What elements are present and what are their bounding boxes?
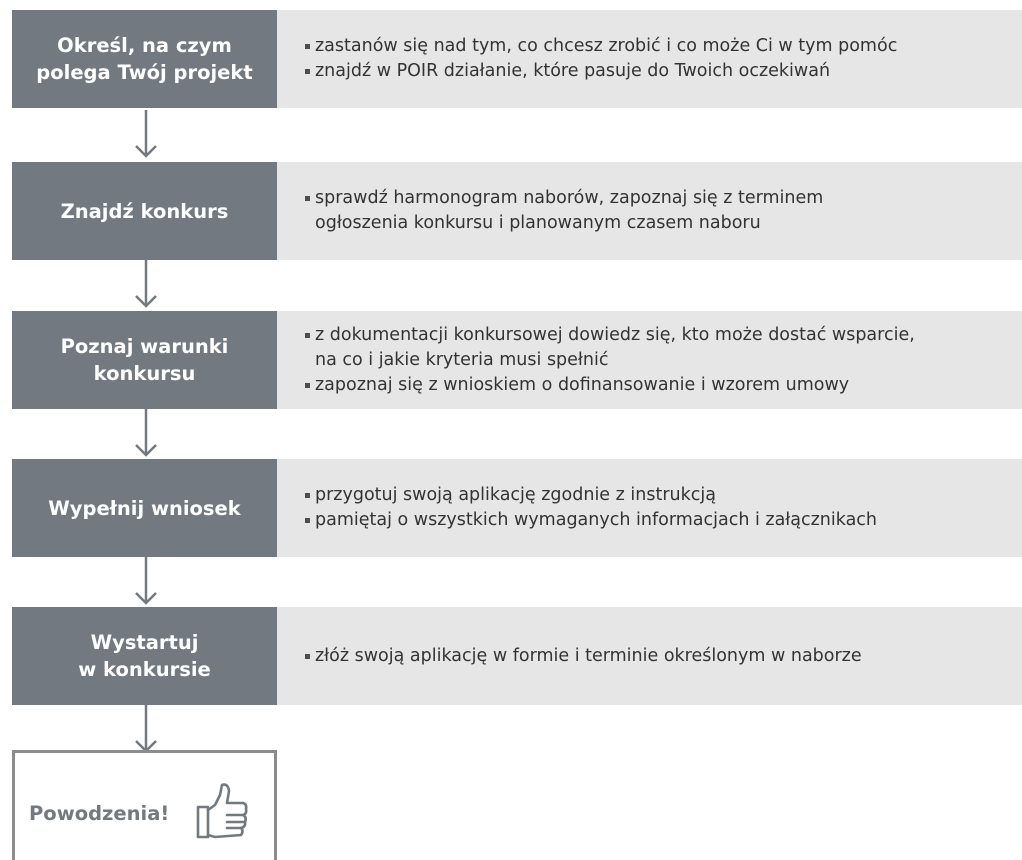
down-arrow-icon	[135, 705, 157, 753]
step-5-title-line: w konkursie	[78, 658, 211, 681]
bullet-line: złóż swoją aplikację w formie i terminie…	[315, 645, 862, 666]
down-arrow-icon	[135, 110, 157, 158]
step-1-title-box: Określ, na czym polega Twój projekt	[12, 10, 277, 108]
step-1-title-line: Określ, na czym	[57, 34, 232, 57]
bullet-line: zapoznaj się z wnioskiem o dofinansowani…	[315, 374, 850, 395]
step-2-title-line: Znajdź konkurs	[60, 199, 229, 223]
step-1-title-line: polega Twój projekt	[36, 61, 253, 84]
step-3-bullet: z dokumentacji konkursowej dowiedz się, …	[305, 323, 1014, 373]
step-3-title-line: konkursu	[93, 362, 196, 385]
step-5-bullet: złóż swoją aplikację w formie i terminie…	[305, 644, 1014, 669]
step-3-bullet: zapoznaj się z wnioskiem o dofinansowani…	[305, 373, 1014, 398]
step-4-bullet: przygotuj swoją aplikację zgodnie z inst…	[305, 483, 1014, 508]
final-good-luck-box: Powodzenia!	[12, 750, 277, 860]
step-2-description-box: sprawdź harmonogram naborów, zapoznaj si…	[277, 162, 1022, 260]
step-1-bullet: znajdź w POIR działanie, które pasuje do…	[305, 59, 1014, 84]
step-4-bullet: pamiętaj o wszystkich wymaganych informa…	[305, 508, 1014, 533]
step-5-description-box: złóż swoją aplikację w formie i terminie…	[277, 607, 1022, 705]
bullet-line: pamiętaj o wszystkich wymaganych informa…	[315, 510, 878, 530]
bullet-line: ogłoszenia konkursu i planowanym czasem …	[315, 213, 761, 233]
step-1-bullet: zastanów się nad tym, co chcesz zrobić i…	[305, 34, 1014, 59]
step-4-title-box: Wypełnij wniosek	[12, 459, 277, 557]
step-3-description-box: z dokumentacji konkursowej dowiedz się, …	[277, 311, 1022, 409]
step-1-description-box: zastanów się nad tym, co chcesz zrobić i…	[277, 10, 1022, 108]
step-2-title-box: Znajdź konkurs	[12, 162, 277, 260]
step-5-title-line: Wystartuj	[90, 631, 199, 654]
bullet-line: z dokumentacji konkursowej dowiedz się, …	[315, 324, 915, 345]
bullet-line: przygotuj swoją aplikację zgodnie z inst…	[315, 485, 716, 505]
bullet-line: zastanów się nad tym, co chcesz zrobić i…	[315, 36, 898, 56]
down-arrow-icon	[135, 260, 157, 308]
step-3-title-box: Poznaj warunki konkursu	[12, 311, 277, 409]
step-5-title-box: Wystartuj w konkursie	[12, 607, 277, 705]
bullet-line: znajdź w POIR działanie, które pasuje do…	[315, 61, 831, 81]
down-arrow-icon	[135, 409, 157, 457]
step-2-bullet: sprawdź harmonogram naborów, zapoznaj si…	[305, 186, 1014, 236]
step-4-title-line: Wypełnij wniosek	[48, 496, 241, 520]
down-arrow-icon	[135, 557, 157, 605]
step-3-title-line: Poznaj warunki	[60, 335, 229, 358]
bullet-line: na co i jakie kryteria musi spełnić	[315, 349, 609, 370]
good-luck-text: Powodzenia!	[29, 802, 170, 825]
step-4-description-box: przygotuj swoją aplikację zgodnie z inst…	[277, 459, 1022, 557]
bullet-line: sprawdź harmonogram naborów, zapoznaj si…	[315, 188, 824, 208]
thumbs-up-icon	[196, 783, 248, 839]
